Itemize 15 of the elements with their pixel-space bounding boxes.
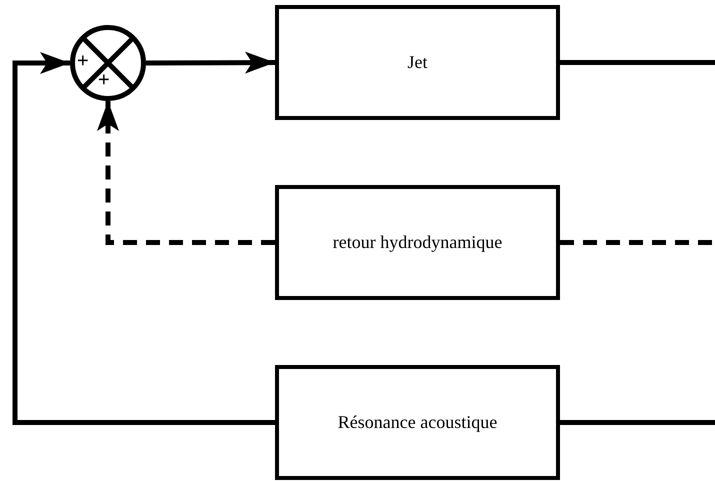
block-label: Résonance acoustique bbox=[338, 412, 498, 433]
plus-sign: + bbox=[77, 51, 89, 71]
process-box bbox=[275, 365, 560, 480]
signal-line bbox=[560, 420, 715, 425]
process-box bbox=[275, 185, 560, 300]
arrow bbox=[146, 52, 275, 74]
signal-line bbox=[560, 240, 715, 245]
plus-sign: + bbox=[98, 70, 110, 90]
summing-junction bbox=[70, 25, 146, 101]
block-label: retour hydrodynamique bbox=[332, 232, 502, 253]
signal-line bbox=[560, 60, 715, 65]
arrow bbox=[12, 52, 275, 425]
arrow bbox=[97, 101, 275, 245]
block-label: Jet bbox=[408, 52, 428, 73]
process-box bbox=[275, 5, 560, 120]
